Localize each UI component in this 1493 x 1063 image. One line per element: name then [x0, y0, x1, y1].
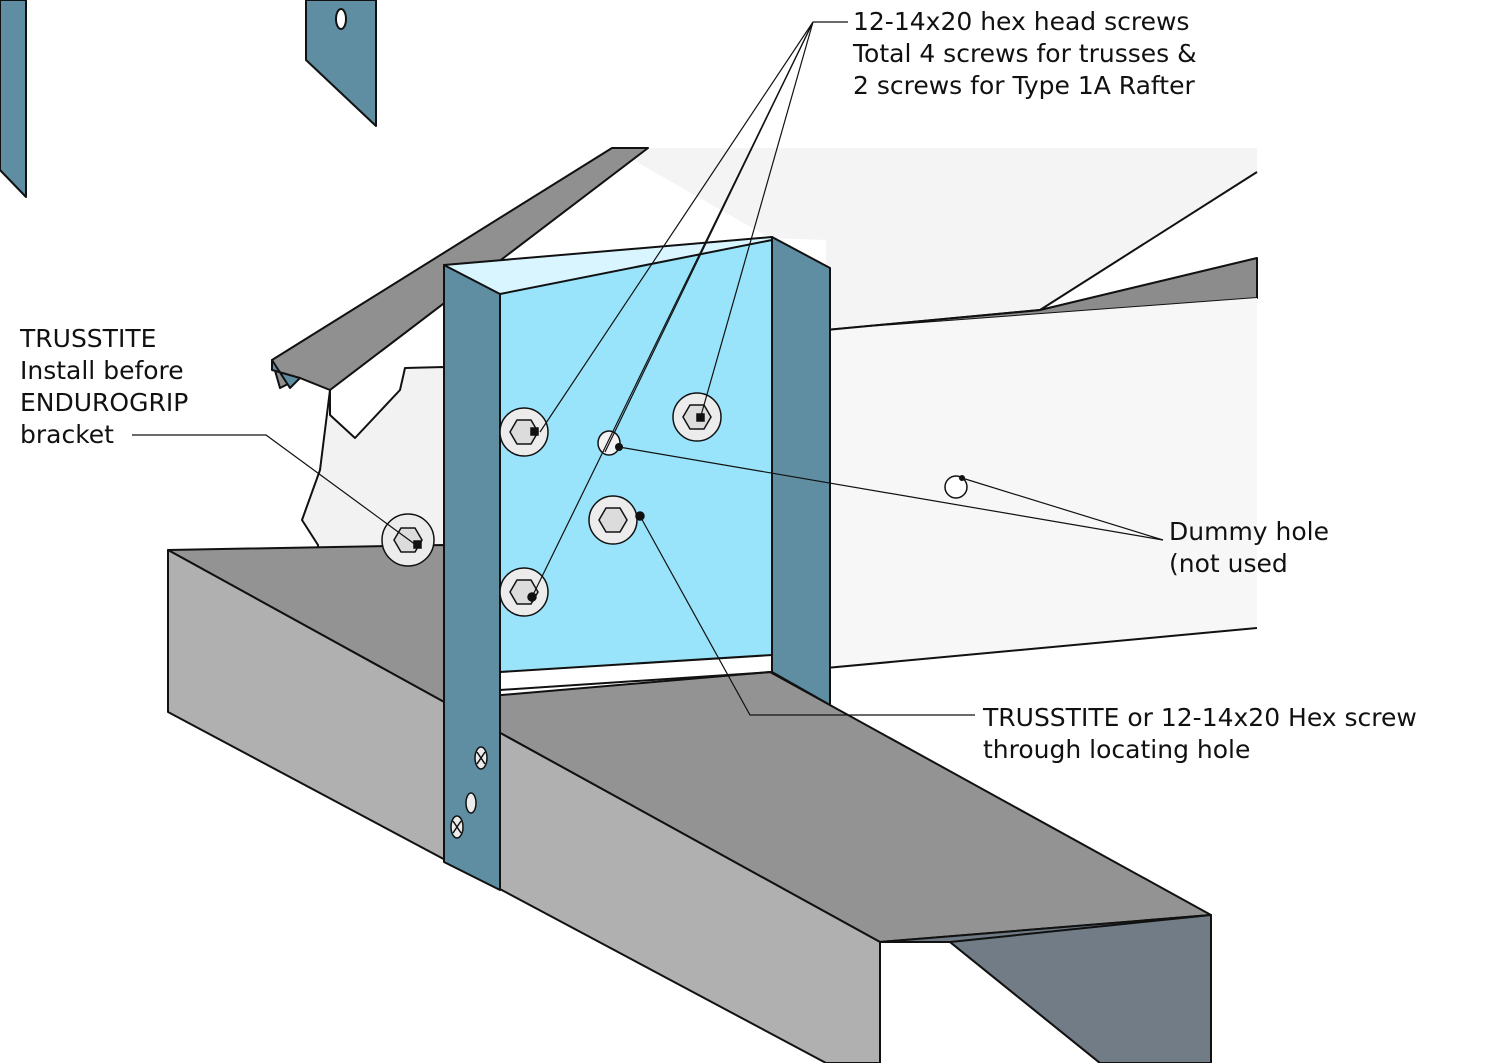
- rafter-side-face: [826, 298, 1257, 668]
- flange-fixings: [450, 746, 488, 839]
- callout-hex-line-3: 2 screws for Type 1A Rafter: [853, 71, 1195, 100]
- callout-trusstite-line-4: bracket: [20, 420, 114, 449]
- callout-dummy-line-1: Dummy hole: [1169, 517, 1330, 546]
- rafter-bottom-edge: [825, 627, 1258, 669]
- leader-trusstite-install: [132, 434, 417, 546]
- rafter-far-face: [612, 148, 1257, 330]
- bracket-top-edge: [443, 236, 773, 295]
- callout-locating-screw: TRUSSTITE or 12-14x20 Hex screw through …: [983, 702, 1417, 766]
- rafter-timber: [612, 148, 1258, 669]
- callout-locating-line-1: TRUSSTITE or 12-14x20 Hex screw: [983, 703, 1417, 732]
- dummy-hole-rafter: [944, 475, 968, 499]
- rafter-diagonal-edge: [1039, 171, 1258, 311]
- upper-bracket-hole: [335, 8, 347, 30]
- callout-dummy-line-2: (not used: [1169, 549, 1288, 578]
- callout-dummy-hole: Dummy hole (not used: [1169, 516, 1329, 580]
- bracket-lower-edge: [499, 671, 773, 691]
- rafter-top-edge: [825, 309, 1041, 331]
- callout-trusstite-install: TRUSSTITE Install before ENDUROGRIP brac…: [20, 323, 188, 451]
- bottom-channel: [167, 544, 1212, 1063]
- callout-trusstite-line-3: ENDUROGRIP: [20, 388, 189, 417]
- callout-hex-head-screws: 12-14x20 hex head screws Total 4 screws …: [853, 6, 1197, 102]
- endurogrip-bracket: [443, 236, 831, 891]
- leader-dummy-hole-bracket: [618, 446, 1164, 541]
- upper-bracket-fragments: [0, 0, 377, 198]
- callout-hex-line-2: Total 4 screws for trusses &: [853, 39, 1197, 68]
- leader-hex-to-top-right: [699, 21, 814, 420]
- callout-trusstite-line-1: TRUSSTITE: [20, 324, 157, 353]
- leader-lines: [132, 21, 1164, 716]
- bracket-right-flange: [771, 236, 831, 706]
- phillips-screw-upper: [474, 746, 488, 770]
- callout-hex-line-1: 12-14x20 hex head screws: [853, 7, 1190, 36]
- hex-screw-top-left: [499, 407, 549, 457]
- leader-hex-to-top-left: [539, 21, 814, 433]
- leader-dummy-hole-rafter: [961, 477, 1164, 541]
- leader-locating-screw: [639, 515, 975, 716]
- callout-trusstite-line-2: Install before: [20, 356, 184, 385]
- bracket-screws: [381, 392, 968, 617]
- trusstite-screw: [381, 513, 435, 567]
- upper-bracket-right-flange: [305, 0, 377, 127]
- hex-screw-bottom-left: [499, 567, 549, 617]
- top-chord-end-cut: [271, 359, 301, 389]
- upper-bracket-left-flange: [0, 0, 27, 198]
- hex-screw-top-right: [672, 392, 722, 442]
- hex-screw-center: [588, 495, 645, 545]
- phillips-screw-lower: [450, 815, 464, 839]
- channel-side-web: [167, 549, 881, 1063]
- leader-hex-to-bottom-left: [531, 21, 814, 598]
- channel-end-face: [949, 914, 1212, 1063]
- leader-dots: [615, 443, 965, 481]
- flange-hole: [465, 792, 477, 814]
- callout-locating-line-2: through locating hole: [983, 735, 1251, 764]
